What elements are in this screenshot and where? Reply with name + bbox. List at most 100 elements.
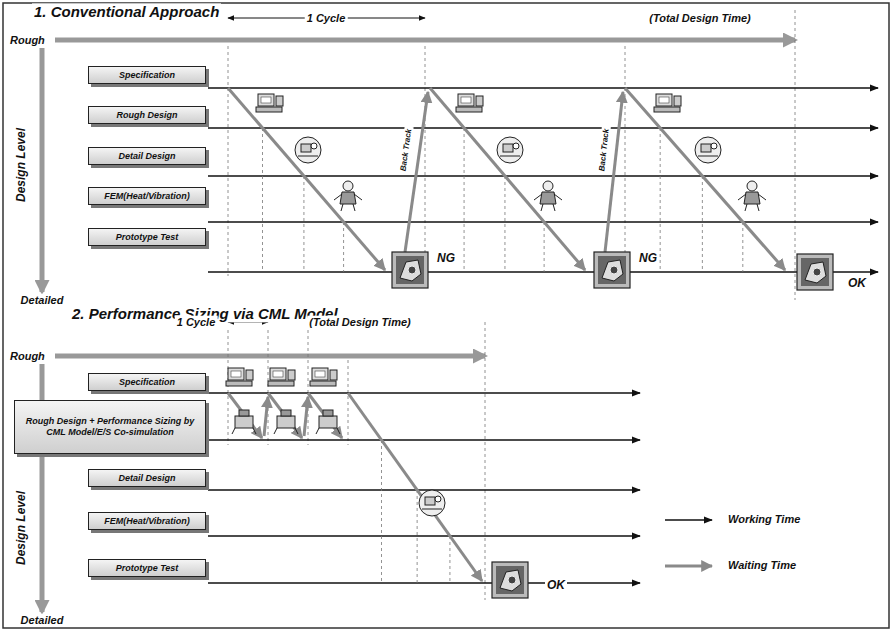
time-guide [449, 536, 450, 583]
waiting-arrow [308, 393, 342, 438]
computer-icon [654, 94, 681, 112]
time-guide [381, 440, 382, 583]
working-arrow [208, 175, 878, 176]
prototype-icon [594, 252, 630, 288]
workstation-icon [497, 137, 523, 163]
workstation-icon [695, 137, 721, 163]
art-group [42, 10, 878, 612]
time-guide [228, 46, 229, 276]
engineer-icon [334, 181, 362, 211]
level-name: Detail Design [118, 151, 175, 162]
working-arrow [208, 127, 878, 128]
legend-text: Working Time [728, 513, 800, 525]
time-guide [308, 330, 309, 445]
axis-arrow [40, 48, 45, 292]
time-guide [268, 330, 269, 445]
working-arrow [208, 87, 878, 88]
computer-icon [268, 368, 295, 386]
working-arrow [208, 582, 640, 583]
axis-arrow [55, 354, 485, 359]
design-level-box: FEM(Heat/Vibration) [88, 512, 206, 530]
result-mark: NG [435, 252, 457, 266]
level-name: Specification [119, 377, 175, 388]
cycle-span: 1 Cycle [175, 316, 218, 329]
design-level-box: Specification [88, 373, 206, 391]
level-name: Prototype Test [116, 232, 179, 243]
waiting-arrow [228, 88, 385, 270]
working-arrow [208, 392, 640, 393]
computer-icon [310, 368, 337, 386]
axis-end: Detailed [19, 294, 66, 307]
waiting-arrow [304, 397, 308, 436]
waiting-arrow [268, 393, 302, 438]
computer-icon [226, 368, 253, 386]
engineer-icon [738, 181, 766, 211]
time-guide [303, 176, 304, 272]
level-name: FEM(Heat/Vibration) [104, 516, 190, 527]
axis-end: Rough [8, 350, 47, 363]
design-level-box: FEM(Heat/Vibration) [88, 187, 206, 205]
working-arrow [208, 489, 640, 490]
sizing-model-icon [316, 410, 340, 434]
level-name: Rough Design [117, 110, 178, 121]
working-arrow [208, 439, 640, 440]
time-guide [742, 222, 743, 272]
axis-title: Design Level [15, 489, 29, 567]
time-guide [228, 330, 229, 445]
outer-frame [3, 3, 889, 628]
waiting-arrow [665, 565, 712, 568]
waiting-arrow [264, 397, 268, 436]
computer-icon [456, 94, 483, 112]
working-arrow [208, 535, 640, 536]
level-name: FEM(Heat/Vibration) [104, 191, 190, 202]
design-level-box: Prototype Test [88, 228, 206, 246]
level-name: Detail Design [118, 473, 175, 484]
time-guide [544, 222, 545, 272]
prototype-icon [492, 562, 528, 598]
waiting-arrow [348, 393, 482, 581]
time-guide [702, 176, 703, 272]
time-guide [795, 10, 796, 300]
total-time: (Total Design Time) [307, 316, 412, 329]
level-name: Specification [119, 70, 175, 81]
waiting-arrow [605, 92, 623, 252]
computer-icon [256, 94, 283, 112]
waiting-arrow [228, 393, 262, 438]
time-guide [625, 46, 626, 276]
design-level-box: Prototype Test [88, 559, 206, 577]
axis-end: Detailed [19, 614, 66, 627]
time-guide [417, 490, 418, 583]
time-guide [504, 176, 505, 272]
result-mark: OK [846, 277, 868, 291]
working-arrow [665, 519, 712, 520]
sizing-model-icon [232, 410, 256, 434]
working-arrow [208, 271, 878, 272]
backtrack-note: Back Track [597, 126, 611, 173]
time-guide [262, 128, 263, 272]
axis-title: Design Level [15, 126, 29, 204]
workstation-icon [419, 490, 445, 516]
waiting-arrow [405, 92, 428, 252]
time-guide [425, 46, 426, 276]
time-guide [343, 222, 344, 272]
time-guide [464, 128, 465, 272]
time-guide [348, 360, 349, 445]
sizing-model-icon [274, 410, 298, 434]
waiting-arrow [430, 88, 585, 270]
design-level-box: Rough Design + Performance Sizing by CML… [14, 400, 206, 454]
prototype-icon [392, 252, 428, 288]
time-guide [660, 128, 661, 272]
time-guide [485, 322, 486, 600]
level-name: Rough Design + Performance Sizing by CML… [20, 416, 200, 438]
level-name: Prototype Test [116, 563, 179, 574]
workstation-icon [295, 137, 321, 163]
axis-end: Rough [8, 34, 47, 47]
axis-arrow [55, 38, 795, 43]
engineer-icon [534, 181, 562, 211]
cycle-span: 1 Cycle [305, 12, 348, 25]
prototype-icon [797, 254, 833, 290]
design-level-box: Detail Design [88, 469, 206, 487]
design-level-box: Rough Design [88, 106, 206, 124]
backtrack-note: Back Track [398, 126, 414, 173]
